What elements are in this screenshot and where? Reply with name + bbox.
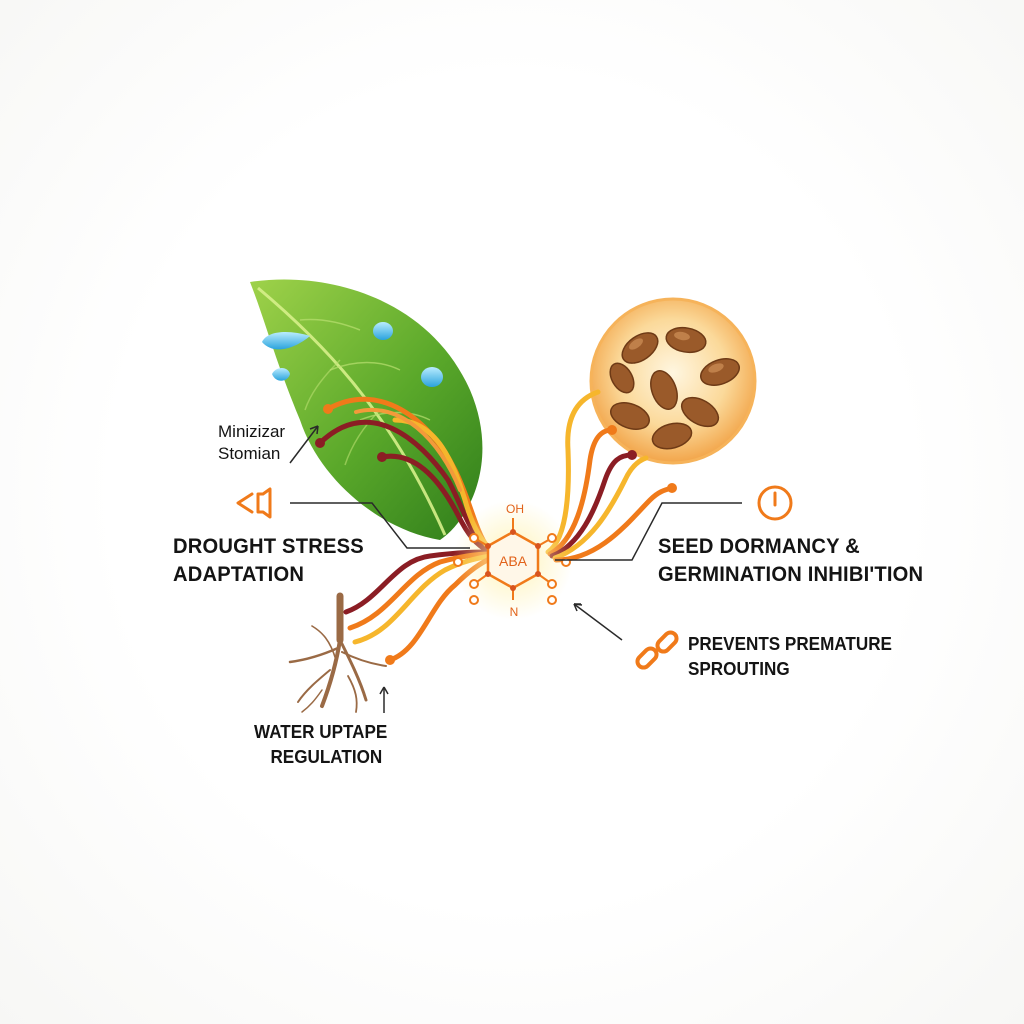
hydroxyl-label: OH	[506, 502, 524, 516]
nitrogen-label: N	[510, 605, 519, 619]
drought-stress-label: DROUGHT STRESS ADAPTATION	[173, 535, 364, 586]
water-uptake-label: WATER UPTAPE REGULATION	[254, 722, 388, 767]
stomata-label: Minizizar Stomian	[218, 422, 286, 463]
clock-icon	[757, 485, 793, 521]
aba-molecule: ABA OH N	[453, 500, 573, 620]
prevents-sprouting-label: PREVENTS PREMATURE SPROUTING	[688, 634, 892, 679]
speaker-chevron-icon	[236, 487, 272, 519]
seed-dormancy-label: SEED DORMANCY & GERMINATION INHIBI'TION	[658, 535, 924, 586]
seed-cluster-icon	[589, 297, 757, 465]
water-drops-icon	[262, 322, 443, 387]
aba-label: ABA	[499, 553, 528, 569]
connector-lines	[289, 425, 742, 713]
root-icon	[288, 592, 387, 713]
chain-link-icon	[635, 630, 679, 670]
